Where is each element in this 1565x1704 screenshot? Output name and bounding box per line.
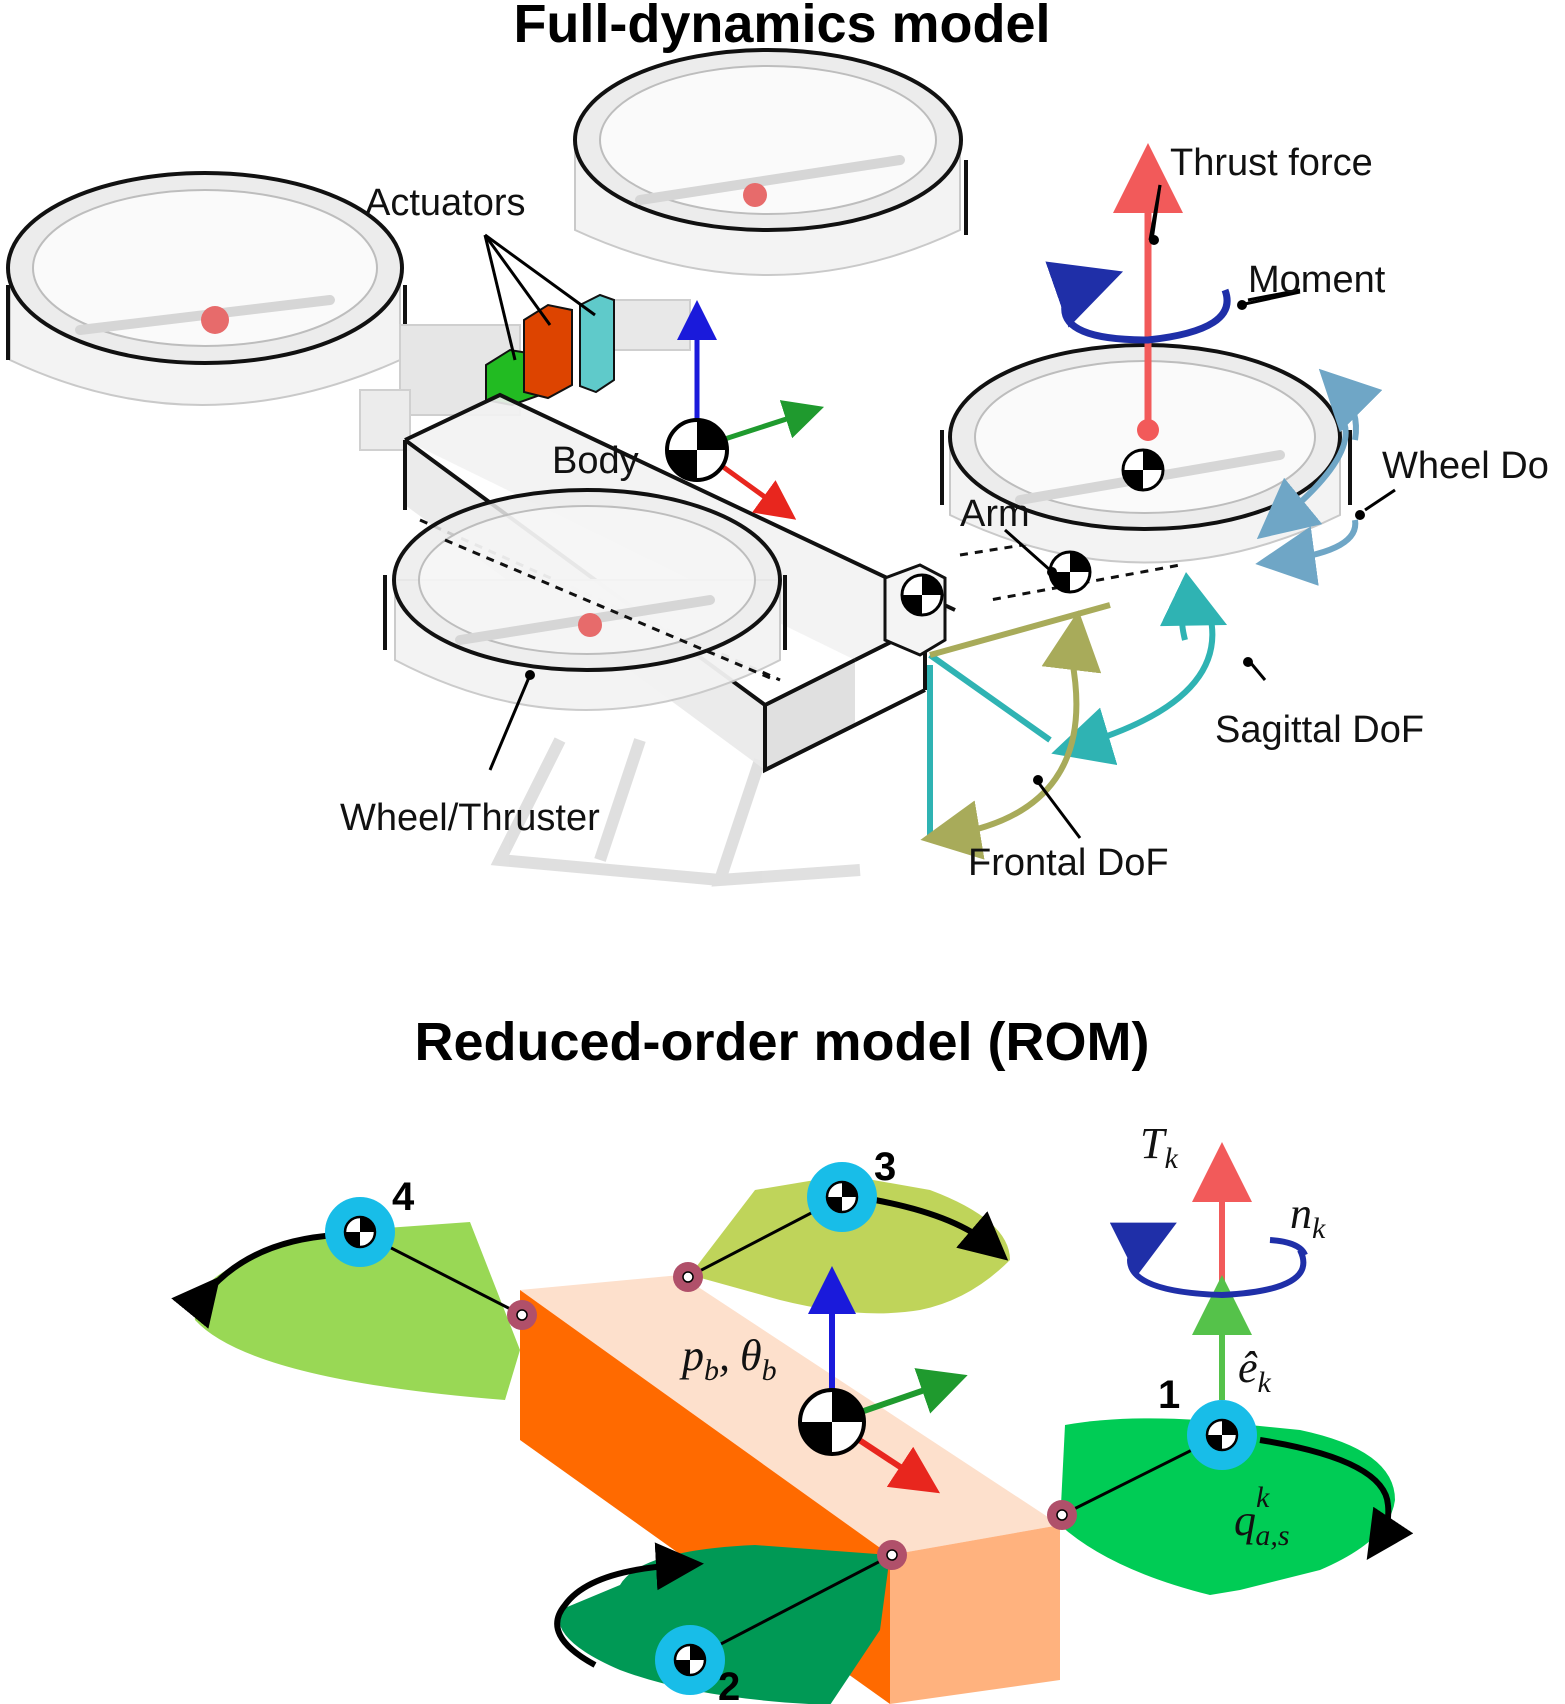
foot-com-3 bbox=[807, 1162, 877, 1232]
leg-1 bbox=[1060, 1418, 1414, 1595]
leg-2 bbox=[554, 1542, 890, 1704]
leg-number-1: 1 bbox=[1158, 1373, 1180, 1417]
rom-title: Reduced-order model (ROM) bbox=[414, 1012, 1149, 1072]
label-nk: nk bbox=[1290, 1189, 1326, 1245]
label-thrust-force: Thrust force bbox=[1170, 142, 1373, 184]
label-actuators: Actuators bbox=[365, 182, 526, 224]
com-body bbox=[665, 418, 729, 482]
label-ek-hat: êk bbox=[1238, 1343, 1272, 1399]
frontal-dof bbox=[920, 602, 1111, 860]
landing-gear bbox=[490, 737, 861, 887]
foot-com-1 bbox=[1187, 1400, 1257, 1470]
label-sagittal-dof: Sagittal DoF bbox=[1215, 709, 1424, 751]
label-frontal-dof: Frontal DoF bbox=[968, 842, 1169, 884]
actuators-group bbox=[485, 293, 615, 407]
full-model-title: Full-dynamics model bbox=[513, 0, 1050, 54]
label-moment: Moment bbox=[1248, 259, 1386, 301]
leg-number-4: 4 bbox=[392, 1175, 415, 1219]
label-body: Body bbox=[552, 440, 639, 482]
label-wheel-dof: Wheel Do bbox=[1382, 445, 1549, 487]
wheel-back-right bbox=[573, 48, 968, 276]
moment-arrow bbox=[1045, 261, 1231, 344]
label-Tk: Tk bbox=[1140, 1119, 1178, 1175]
label-wheel-thruster: Wheel/Thruster bbox=[340, 797, 600, 839]
com-wheel bbox=[1121, 448, 1165, 492]
label-arm: Arm bbox=[960, 493, 1030, 535]
actuator-orange bbox=[523, 303, 573, 400]
label-pb-thetab: pb,θb bbox=[679, 1331, 777, 1387]
leg-4 bbox=[171, 1222, 520, 1400]
rom-joints bbox=[507, 1262, 1077, 1570]
wheel-back-left bbox=[6, 171, 407, 406]
leg-number-2: 2 bbox=[718, 1665, 740, 1704]
foot-com-4 bbox=[325, 1197, 395, 1267]
foot-com-2 bbox=[655, 1625, 725, 1695]
actuator-teal bbox=[579, 293, 615, 394]
leg-3 bbox=[690, 1175, 1010, 1314]
leader-lines-top bbox=[483, 184, 1396, 839]
wheel-front-left bbox=[383, 488, 787, 711]
body-frame-axes bbox=[677, 300, 825, 520]
moment-nk-arrow bbox=[1109, 1222, 1307, 1299]
leg-number-3: 3 bbox=[874, 1145, 896, 1189]
rom-body-com bbox=[798, 1388, 866, 1456]
wheel-dof-arrows bbox=[1255, 368, 1383, 586]
com-bracket bbox=[900, 573, 944, 617]
